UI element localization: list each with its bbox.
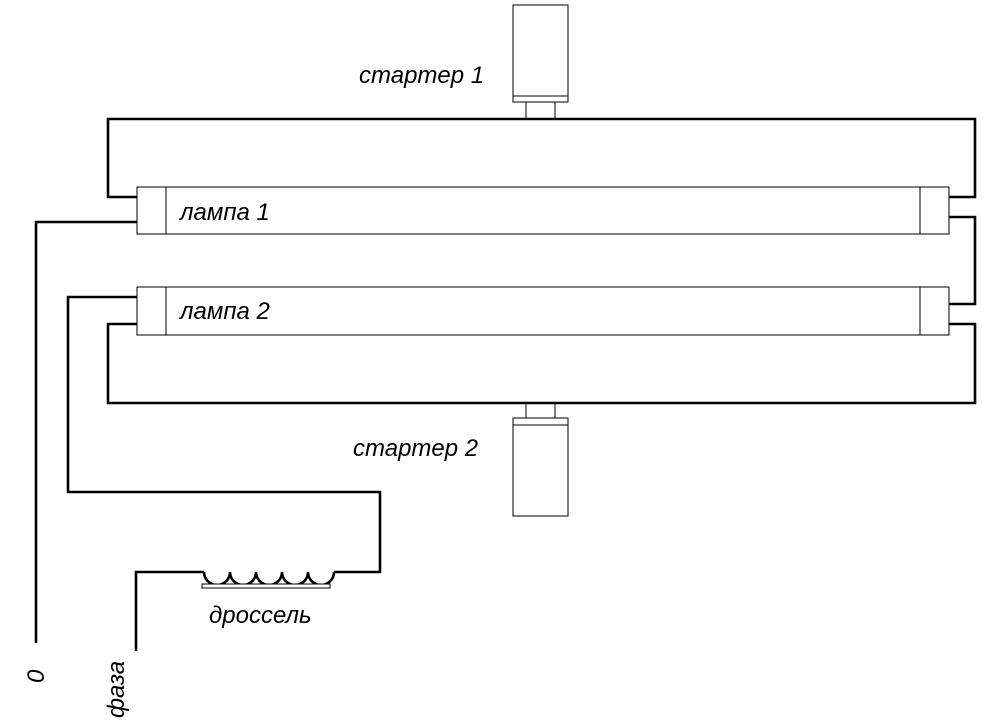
phase-wire	[134, 570, 204, 651]
neutral-wire	[34, 220, 137, 643]
lamp-1	[136, 186, 950, 235]
starter-1-label: стартер 1	[359, 62, 484, 89]
lamp-2	[136, 286, 950, 336]
starter-2	[512, 402, 569, 517]
wires	[34, 117, 977, 651]
neutral-label: 0	[23, 669, 50, 683]
starter-1	[512, 4, 569, 120]
starter-2-loop-wire	[106, 322, 977, 405]
phase-label: фаза	[103, 661, 130, 718]
lamp-1-label: лампа 1	[178, 199, 270, 226]
starter-1-loop-wire	[106, 117, 977, 199]
lamp-series-wire	[949, 215, 977, 306]
choke-label: дроссель	[209, 602, 312, 629]
starter-2-label: стартер 2	[353, 435, 478, 462]
choke-wire	[66, 295, 382, 574]
lamp-2-label: лампа 2	[178, 298, 270, 325]
choke	[201, 571, 336, 589]
